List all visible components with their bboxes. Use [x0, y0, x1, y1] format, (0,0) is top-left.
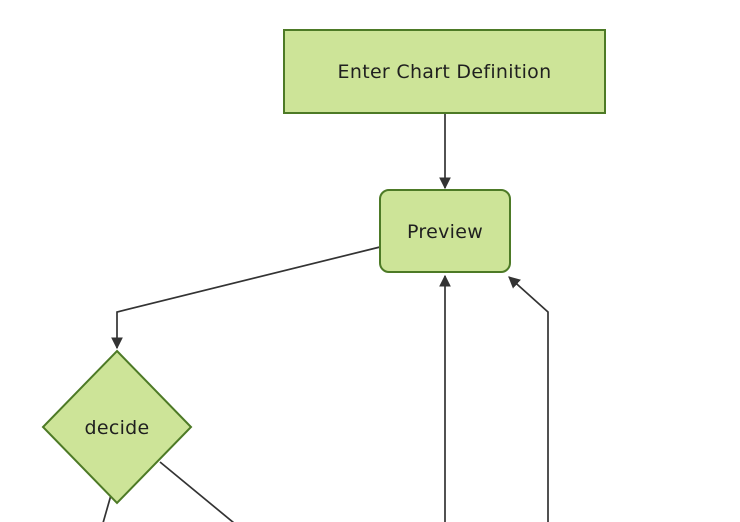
node-enter-chart-definition-label: Enter Chart Definition [338, 61, 552, 83]
node-decide [41, 349, 193, 505]
node-preview [379, 189, 511, 273]
edge-decide-to-offscreen-bottom-left [102, 494, 112, 522]
edge-offscreen-bottom-right-to-preview [508, 276, 549, 522]
edge-decide-to-offscreen-bottom [159, 461, 235, 522]
edge-preview-to-decide [111, 246, 381, 350]
node-decide-label: decide [84, 417, 149, 439]
node-preview-label: Preview [407, 221, 483, 243]
node-enter-chart-definition [283, 29, 606, 114]
